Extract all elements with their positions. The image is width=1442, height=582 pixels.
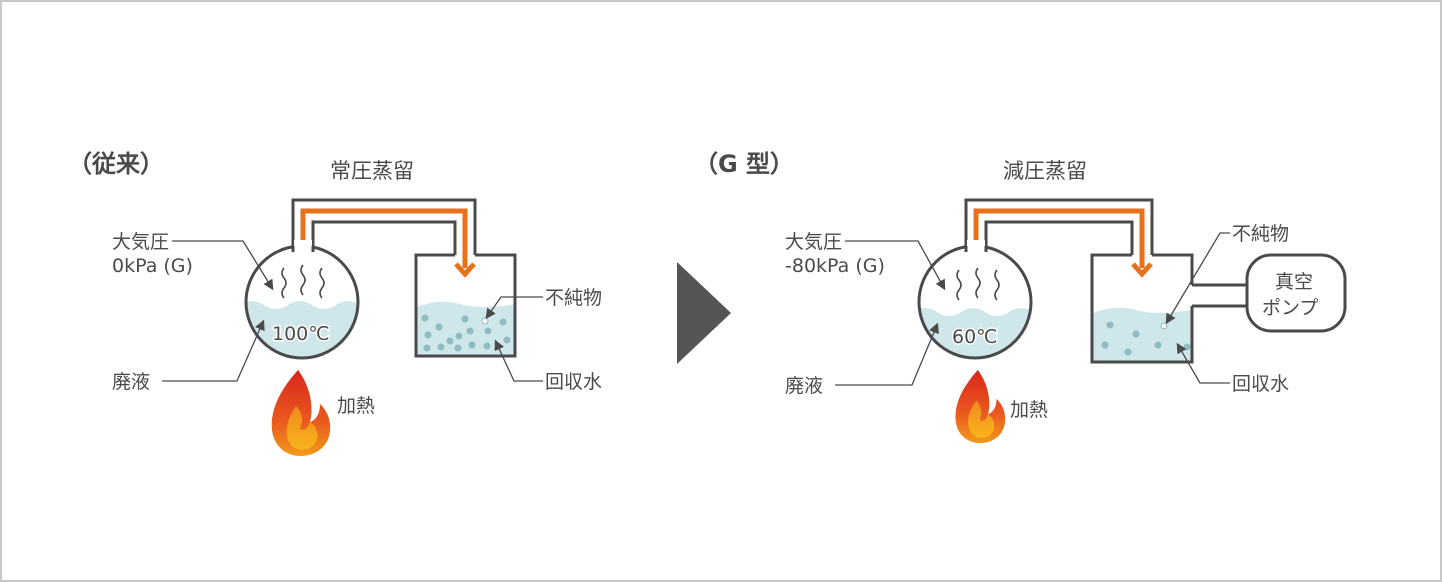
pressure-label: 大気圧 [112,231,169,253]
conventional-section: （従来） 常圧蒸留 100℃ [68,150,602,456]
conventional-header: （従来） [68,150,164,178]
heat-label: 加熱 [1010,399,1048,421]
g-type-header: （G 型） [694,150,794,178]
waste-leader-line [162,319,265,382]
pressure-leader-line [845,240,946,291]
impurity-leader-line [1165,232,1230,325]
waste-liquid-label: 廃液 [785,375,823,397]
pump-label-line2: ポンプ [1262,297,1318,319]
atmospheric-distillation-title: 常圧蒸留 [330,159,414,183]
vacuum-pipe [1192,283,1248,308]
impurity-leader-line [485,296,543,320]
waste-leader-line [835,322,939,386]
waste-liquid-label: 廃液 [112,371,150,393]
vapor-pipe [291,198,477,255]
recovered-leader-line [1176,342,1230,384]
recovered-water-label: 回収水 [545,371,602,393]
pressure-value: 0kPa (G) [112,255,193,277]
transition-arrow-icon [677,262,731,364]
g-type-section: （G 型） 減圧蒸留 60℃ [694,150,1347,444]
vapor-pipe [964,198,1154,255]
steam-icon [956,267,1000,301]
steam-icon [281,264,325,299]
boiling-flask: 60℃ [917,240,1033,360]
pressure-leader-line [172,240,274,291]
boiling-flask: 100℃ [244,240,360,360]
flame-icon [955,370,1006,444]
pump-label-line1: 真空 [1275,271,1313,293]
vacuum-pump: 真空 ポンプ [1245,253,1347,333]
flask-temperature: 100℃ [272,323,330,345]
pressure-value: -80kPa (G) [785,255,885,277]
impurity-particles [421,314,511,352]
vapor-flow-line [300,208,468,268]
heat-label: 加熱 [337,395,375,417]
vacuum-distillation-title: 減圧蒸留 [1003,159,1087,183]
recovered-leader-line [494,339,543,382]
vapor-flow-line [973,208,1145,268]
impurity-label: 不純物 [1232,223,1289,245]
flow-arrowhead-icon [1131,262,1153,278]
impurity-label: 不純物 [545,287,602,309]
flame-icon [271,370,331,456]
flow-arrowhead-icon [454,262,476,278]
recovered-water-label: 回収水 [1232,373,1289,395]
flask-temperature: 60℃ [952,326,998,348]
pressure-label: 大気圧 [785,231,842,253]
